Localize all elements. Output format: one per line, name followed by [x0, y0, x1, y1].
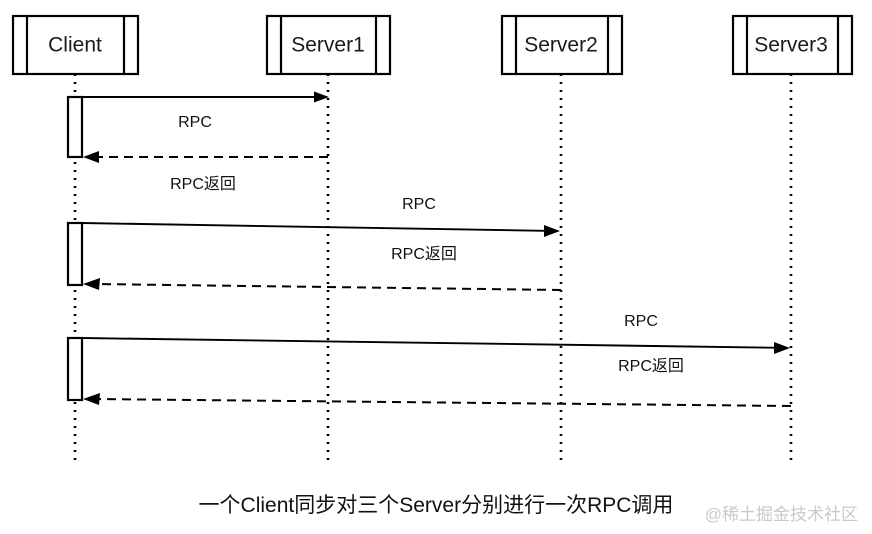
message-1-return: RPC返回: [83, 151, 328, 193]
message-2-return: RPC返回: [83, 245, 562, 291]
participant-label-server3: Server3: [754, 34, 828, 57]
participant-server3[interactable]: Server3: [731, 14, 854, 76]
message-2-return-line: [92, 283, 562, 291]
message-2-call-arrowhead: [544, 225, 560, 237]
message-1-call-arrowhead: [314, 91, 329, 103]
message-2-call-line: [81, 222, 553, 232]
message-3-return-line: [92, 398, 792, 407]
message-3-return: RPC返回: [83, 357, 792, 407]
participant-label-client: Client: [48, 34, 102, 57]
message-3-call: RPC: [81, 313, 790, 354]
message-2-call: RPC: [81, 196, 560, 237]
participant-label-server1: Server1: [291, 34, 365, 57]
message-3-call-arrowhead: [774, 342, 790, 354]
watermark: @稀土掘金技术社区: [704, 505, 858, 524]
message-3-call-line: [81, 337, 783, 349]
participant-client[interactable]: Client: [11, 14, 140, 76]
message-2-call-label: RPC: [402, 196, 436, 213]
message-1-return-label: RPC返回: [170, 175, 236, 193]
message-3-return-arrowhead: [83, 393, 100, 405]
participant-box-client: [11, 14, 140, 76]
message-1-call-label: RPC: [178, 114, 212, 131]
activation-bar-1: [66, 95, 84, 159]
participant-label-server2: Server2: [524, 34, 598, 57]
activation-bars-group: [66, 95, 84, 402]
message-2-return-arrowhead: [83, 278, 100, 290]
message-1-call: RPC: [82, 91, 329, 131]
participant-box-server3: [731, 14, 854, 76]
activation-bar-2: [66, 221, 84, 287]
lifelines-group: [73, 74, 793, 462]
participant-box-server1: [265, 14, 392, 76]
diagram-caption: 一个Client同步对三个Server分别进行一次RPC调用: [198, 494, 674, 517]
message-3-return-label: RPC返回: [618, 357, 684, 375]
activation-bar-3: [66, 336, 84, 402]
participant-server1[interactable]: Server1: [265, 14, 392, 76]
message-1-return-arrowhead: [83, 151, 99, 163]
message-2-return-label: RPC返回: [391, 245, 457, 263]
participant-box-server2: [500, 14, 624, 76]
message-3-call-label: RPC: [624, 313, 658, 330]
participant-server2[interactable]: Server2: [500, 14, 624, 76]
